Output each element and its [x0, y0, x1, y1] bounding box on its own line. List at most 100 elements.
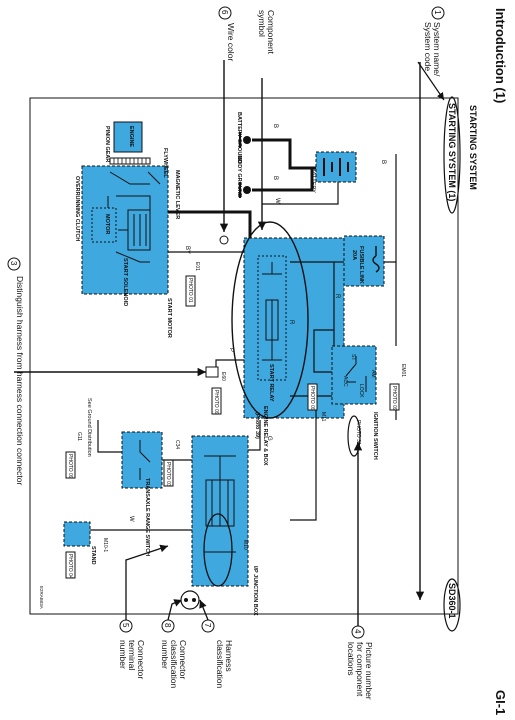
- legend-4c: locations: [346, 642, 356, 676]
- legend-marker-8: [161, 619, 175, 633]
- flywheel-tooth-marks: [113, 158, 147, 164]
- ig-acc: ACC: [342, 376, 348, 387]
- connector-m11: M11: [320, 412, 326, 422]
- photo-e01: [185, 275, 196, 307]
- legend-7a: Harness: [224, 640, 234, 672]
- wire-body-ground: [252, 168, 314, 192]
- connector-g11: G11: [76, 432, 82, 441]
- legend-6: Wire color: [226, 23, 236, 61]
- legend-8c: number: [160, 640, 170, 669]
- start-motor-label: START MOTOR: [166, 298, 172, 338]
- legend-marker-6: [218, 6, 232, 20]
- legend-1a: System name/: [432, 22, 442, 77]
- legend-7-leader: [199, 599, 209, 621]
- legend-marker-5: [119, 619, 133, 633]
- connector-em01: EM01: [400, 364, 406, 377]
- legend-5c: number: [118, 640, 128, 669]
- photo-ig-label: PHOTO 31: [355, 420, 361, 445]
- connector-c34: C34: [174, 440, 180, 449]
- legend-marker-3: [7, 257, 21, 271]
- legend-8-leader: [167, 599, 183, 621]
- legend-num-7: 7: [203, 623, 212, 628]
- legend-marker-1: [431, 6, 445, 20]
- relay-box-label: ENGINE RELAY & BOX: [262, 406, 268, 466]
- wire-b-3: B: [272, 176, 278, 180]
- junction-box-label: I/P JUNCTION BOX: [252, 566, 258, 616]
- wire-color-node: [219, 235, 229, 245]
- transaxle-label: TRANSAXLE RANGE SWITCH: [144, 478, 150, 556]
- page-number: GI-1: [493, 690, 508, 715]
- body-ground-label: BODY GROUND: [236, 156, 242, 198]
- legend-num-1: 1: [433, 10, 442, 15]
- ignition-contacts: [345, 356, 367, 392]
- legend-2b: symbol: [257, 10, 267, 37]
- flywheel-label: FLYWHEEL: [162, 148, 168, 178]
- legend-1-leader: [417, 61, 445, 101]
- legend-num-5: 5: [121, 623, 130, 628]
- system-name-ellipse: [443, 96, 461, 214]
- photo-c34-label: PHOTO 03: [165, 462, 171, 487]
- legend-5a: Connector: [136, 640, 146, 679]
- wire-g-label: G: [266, 436, 272, 441]
- photo-number-ellipse: [347, 415, 361, 457]
- ig-st: ST: [350, 354, 356, 360]
- transaxle-block: [121, 431, 163, 489]
- see-ground-label: See Ground Distribution: [86, 398, 92, 457]
- relay-box-block: [243, 237, 345, 419]
- wire-b-1: B: [380, 160, 386, 164]
- legend-marker-4: [351, 625, 365, 639]
- photo-m11: [307, 383, 318, 411]
- photo-e01-label: PHOTO 01: [187, 278, 193, 303]
- ig-am: AM: [370, 370, 376, 378]
- connector-m10-label: M10: [242, 540, 248, 550]
- figure-id: E2RAB03A: [39, 586, 44, 609]
- photo-mb01-label: PHOTO 04: [67, 554, 73, 579]
- battery-ground-symbol: [243, 136, 251, 144]
- harness-class-dot-1: [184, 598, 188, 602]
- connector-e60: E60: [220, 372, 226, 381]
- diagram-frame: [29, 97, 459, 615]
- ignition-switch-label: IGNITION SWITCH: [372, 412, 378, 460]
- wire-b-2: B: [272, 124, 278, 128]
- photo-em01: [389, 383, 400, 411]
- wire-relay-p: [215, 359, 244, 372]
- system-box-label: STARTING SYSTEM (1): [447, 103, 457, 201]
- battery-ground-label: BATTERY GROUND: [236, 112, 242, 163]
- photo-em01-label: PHOTO 09: [391, 386, 397, 411]
- overrunning-clutch-label: OVERRUNNING CLUTCH: [74, 176, 80, 241]
- wire-m11-down: [290, 410, 317, 521]
- legend-1b: System code: [423, 22, 433, 71]
- start-relay-label: START RELAY: [268, 364, 274, 402]
- legend-5b: terminal: [127, 640, 137, 670]
- transaxle-contacts: [139, 440, 151, 480]
- start-relay-box: [257, 255, 287, 381]
- wire-start-motor: [168, 210, 252, 246]
- legend-num-6: 6: [220, 10, 229, 15]
- ig-lock: LOCK: [358, 384, 364, 398]
- system-code-ellipse: [443, 578, 461, 632]
- connector-class-ellipse: [203, 513, 233, 587]
- motor-label: MOTOR: [104, 214, 110, 234]
- wire-w-1: W: [274, 198, 280, 204]
- legend-2a: Component: [266, 10, 276, 55]
- legend-4a: Picture number: [364, 642, 374, 700]
- connector-mb01: M10-1: [102, 538, 108, 552]
- pinion-gear-label: PINION GEAR: [104, 126, 110, 162]
- connector-e01: E01: [194, 262, 200, 271]
- wire-transaxle: [97, 420, 192, 461]
- photo-e60: [211, 387, 222, 415]
- start-solenoid-coils: [127, 209, 151, 251]
- wire-r-1: R: [334, 294, 340, 299]
- junction-box-internal: [204, 455, 236, 553]
- legend-num-4: 4: [353, 629, 362, 634]
- body-ground-symbol: [243, 186, 251, 194]
- wire-battery-b: [252, 138, 340, 170]
- start-relay-coil: [262, 262, 282, 361]
- photo-e60-label: PHOTO 09: [213, 390, 219, 415]
- stand-label: STAND: [90, 546, 96, 565]
- legend-8a: Connector: [178, 640, 188, 679]
- ignition-switch-block: [331, 345, 377, 405]
- wire-w-2: W: [128, 516, 134, 522]
- legend-8b: classification: [169, 640, 179, 688]
- wire-by-label: BY: [184, 246, 190, 254]
